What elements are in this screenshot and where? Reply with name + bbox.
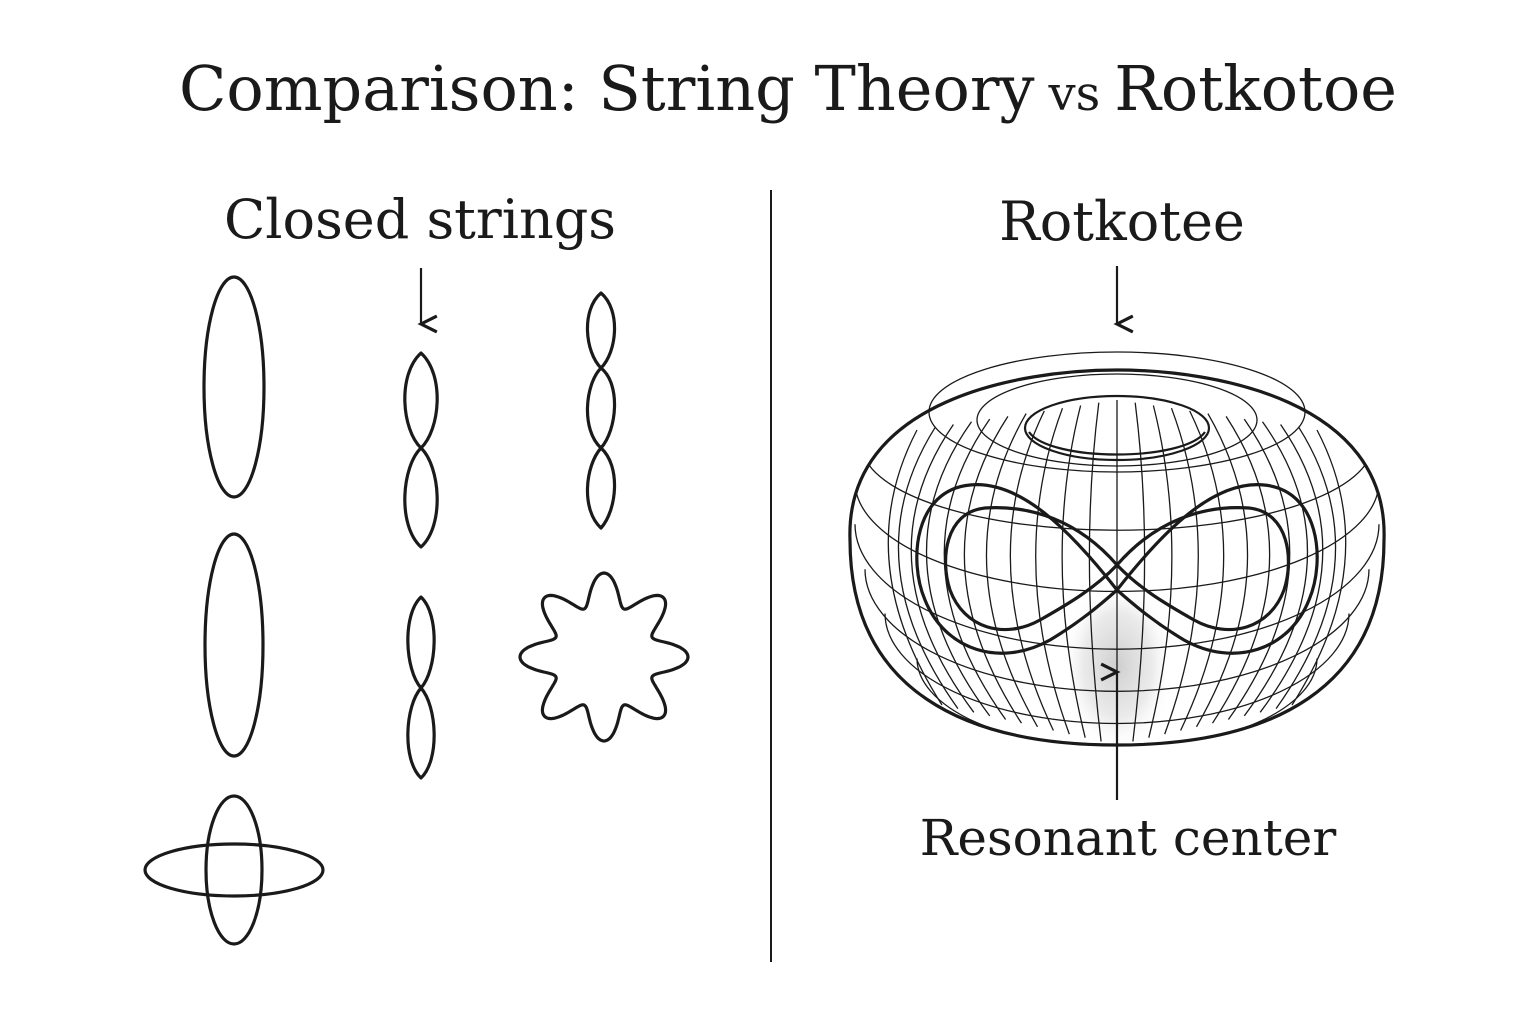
two-lobe-loop-lower-icon [406, 595, 436, 780]
title-tail: Rotkotoe [1114, 52, 1397, 125]
crossed-loops-icon [143, 794, 325, 946]
single-loop-lower-icon [203, 532, 265, 758]
resonant-center-label: Resonant center [920, 809, 1337, 867]
title-main: Comparison: String Theory [179, 52, 1035, 125]
rotkotee-heading: Rotkotee [999, 190, 1245, 253]
title-vs: vs [1047, 66, 1100, 122]
closed-strings-heading: Closed strings [224, 188, 616, 251]
single-loop-icon [202, 275, 266, 499]
two-lobe-loop-icon [403, 351, 439, 549]
left-panel: Closed strings [143, 188, 690, 946]
three-lobe-loop-icon [585, 291, 617, 530]
star-wave-loop-icon [518, 571, 690, 743]
right-panel: Rotkotee Resonant center [848, 190, 1386, 867]
